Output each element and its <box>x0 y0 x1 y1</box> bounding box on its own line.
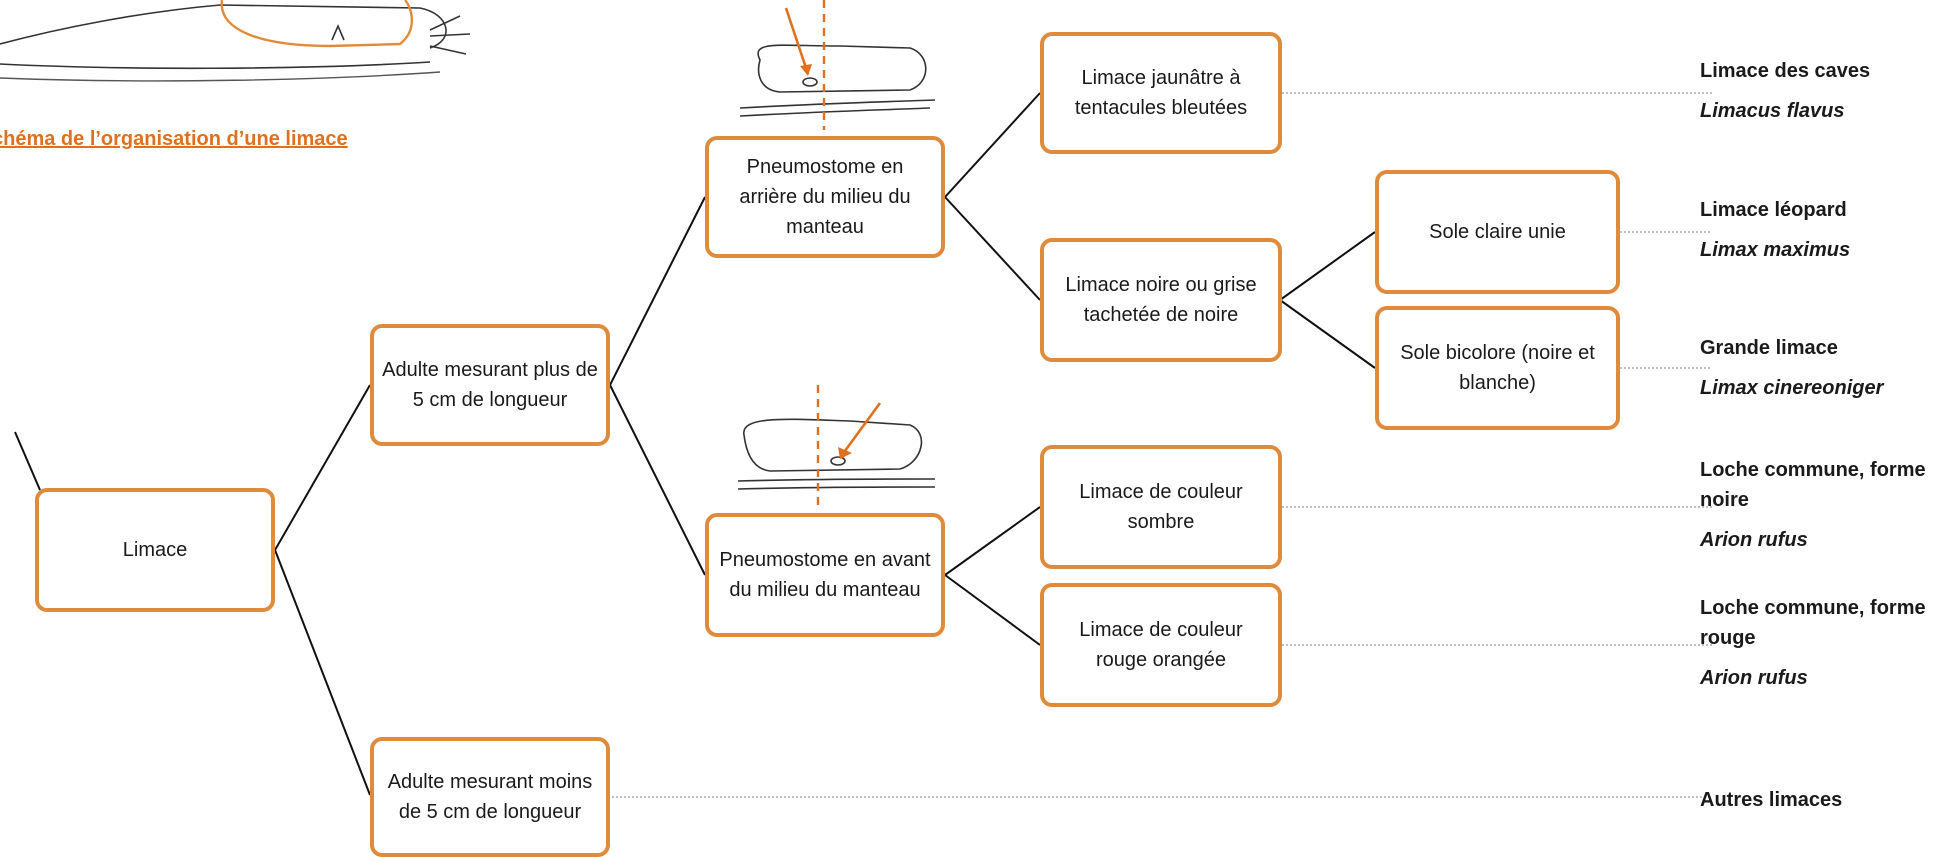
node-pneumostome-back: Pneumostome en arrière du milieu du mant… <box>705 136 945 258</box>
edge-large-back <box>609 196 706 386</box>
edge-blackgrey-bicolor <box>1279 299 1376 369</box>
edge-root-large <box>274 384 371 551</box>
node-sole-plain: Sole claire unie <box>1375 170 1620 294</box>
node-dark-slug: Limace de couleur sombre <box>1040 445 1282 569</box>
edge-front-red <box>944 574 1041 646</box>
species-latin-name: Arion rufus <box>1700 667 1808 689</box>
species-common-name: Limace léopard <box>1700 199 1847 221</box>
species-common-name: Loche commune, forme noire <box>1700 459 1926 511</box>
species-limace-des-caves: Limace des caves Limacus flavus <box>1700 56 1870 126</box>
node-small-adult: Adulte mesurant moins de 5 cm de longueu… <box>370 737 610 857</box>
species-limace-leopard: Limace léopard Limax maximus <box>1700 195 1850 265</box>
species-latin-name: Limacus flavus <box>1700 100 1845 122</box>
node-limace: Limace <box>35 488 275 612</box>
slug-anatomy-illustration <box>0 0 471 82</box>
species-autres-limaces: Autres limaces <box>1700 785 1842 815</box>
species-grande-limace: Grande limace Limax cinereoniger <box>1700 333 1883 403</box>
edge-root-small <box>274 549 371 796</box>
species-latin-name: Limax maximus <box>1700 239 1851 261</box>
species-latin-name: Arion rufus <box>1700 529 1808 551</box>
species-loche-noire: Loche commune, forme noire Arion rufus <box>1700 455 1940 555</box>
species-common-name: Loche commune, forme rouge <box>1700 597 1926 649</box>
slug-pneumostome-front-illustration <box>737 385 936 510</box>
edge-back-yellow <box>944 92 1041 198</box>
node-large-adult: Adulte mesurant plus de 5 cm de longueur <box>370 324 610 446</box>
species-loche-rouge: Loche commune, forme rouge Arion rufus <box>1700 593 1940 693</box>
node-black-grey-slug: Limace noire ou grise tachetée de noire <box>1040 238 1282 362</box>
species-common-name: Grande limace <box>1700 337 1838 359</box>
species-common-name: Autres limaces <box>1700 789 1843 811</box>
node-red-slug: Limace de couleur rouge orangée <box>1040 583 1282 707</box>
node-pneumostome-front: Pneumostome en avant du milieu du mantea… <box>705 513 945 637</box>
node-sole-bicolor: Sole bicolore (noire et blanche) <box>1375 306 1620 430</box>
edge-back-blackgrey <box>944 196 1041 301</box>
edge-offscreen-root <box>14 431 41 491</box>
species-latin-name: Limax cinereoniger <box>1700 377 1884 399</box>
edge-front-dark <box>944 506 1041 576</box>
diagram-caption: chéma de l’organisation d’une limace <box>0 128 348 150</box>
node-yellow-slug: Limace jaunâtre à tentacules bleutées <box>1040 32 1282 154</box>
edge-large-front <box>609 384 706 576</box>
slug-pneumostome-back-illustration <box>739 0 936 130</box>
edge-blackgrey-plain <box>1279 231 1376 301</box>
species-common-name: Limace des caves <box>1700 60 1871 82</box>
